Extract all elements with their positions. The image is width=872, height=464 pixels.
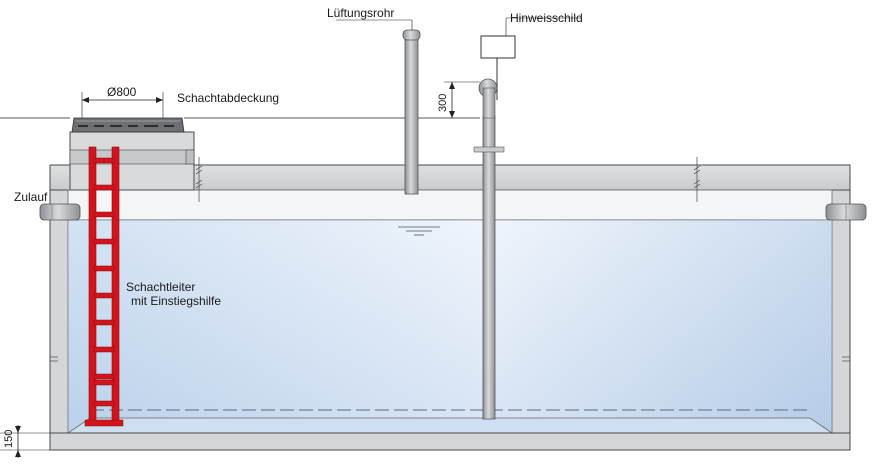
ladder-callout: Schachtleiter mit Einstiegshilfe: [126, 280, 221, 308]
inlet-label: Zulauf: [14, 190, 48, 204]
dim-150: 150: [0, 425, 50, 458]
air-space: [67, 189, 833, 221]
ladder: [84, 146, 124, 427]
dim-manhole-diameter: Ø800: [81, 85, 164, 118]
sign-label: Hinweisschild: [510, 11, 583, 25]
water-level-marker: [398, 226, 440, 236]
manhole-cover-label: Schachtabdeckung: [177, 91, 279, 105]
dim-300-label: 300: [437, 94, 449, 112]
ladder-label-line2: mit Einstiegshilfe: [131, 294, 221, 308]
inlet-pipe-left: [39, 203, 81, 221]
cover-callout: Schachtabdeckung: [0, 91, 480, 119]
ladder-label-line1: Schachtleiter: [126, 280, 195, 294]
wall-joint-left: [50, 356, 58, 362]
dim-300: 300: [437, 81, 480, 118]
manhole: [69, 117, 195, 191]
post-rod: [482, 115, 496, 420]
wall-joint-right: [842, 356, 850, 362]
manhole-diameter-label: Ø800: [107, 85, 137, 99]
sign-post: Hinweisschild: [473, 11, 583, 420]
sign-plate: [480, 35, 516, 59]
vent-pipe-label: Lüftungsrohr: [327, 6, 394, 20]
outlet-pipe-right: [825, 203, 867, 221]
bottom-slab: [49, 432, 851, 451]
vent-pipe: Lüftungsrohr: [327, 6, 421, 195]
dim-150-label: 150: [3, 430, 15, 448]
ladder-foot: [84, 419, 124, 427]
floor-bevel: [66, 417, 834, 434]
ladder-rungs: [93, 157, 115, 407]
inlet-callout: Zulauf: [14, 190, 48, 204]
slab-break-marks: [195, 157, 701, 202]
post-flange: [473, 146, 505, 153]
